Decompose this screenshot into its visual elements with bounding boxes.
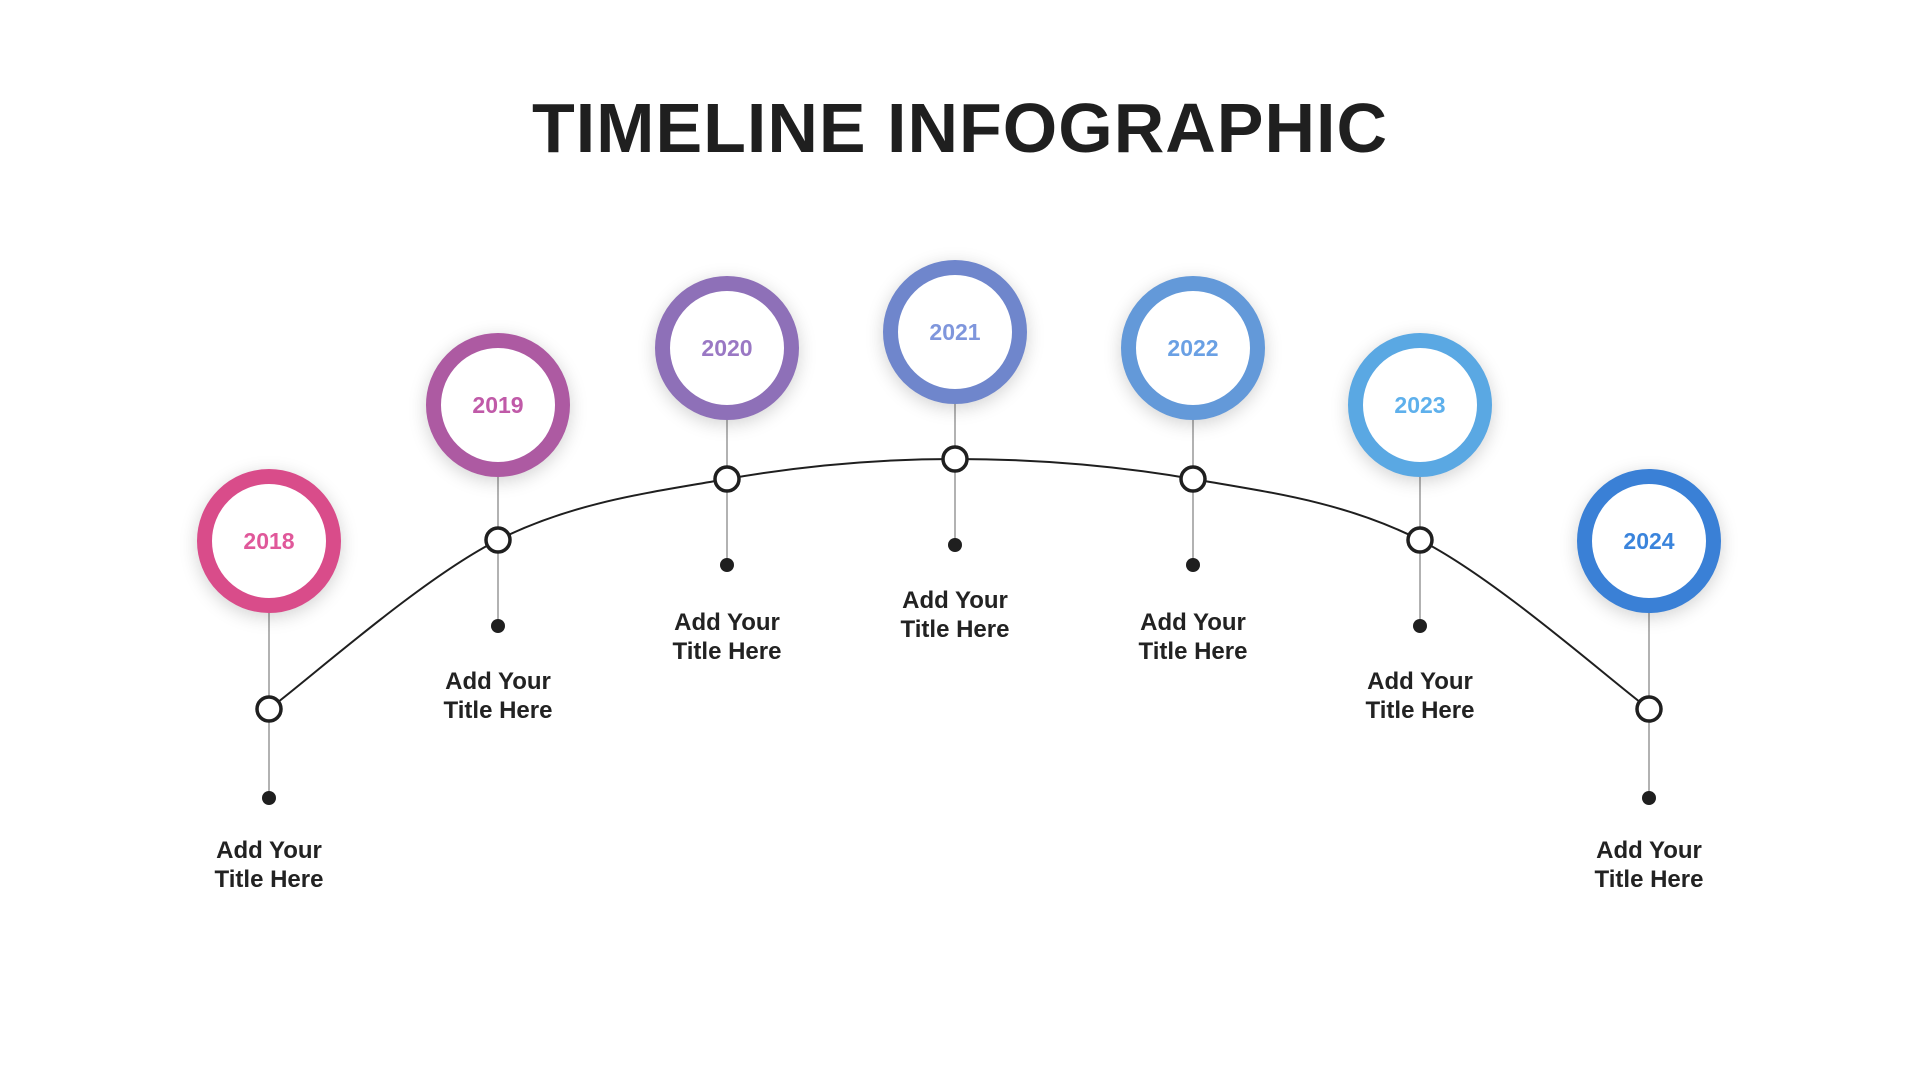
timeline-node: [1179, 465, 1207, 493]
label-dot: [1186, 558, 1200, 572]
milestone-label-line: Title Here: [214, 866, 324, 893]
year-text: 2018: [243, 527, 295, 554]
label-dot: [720, 558, 734, 572]
milestone-label-line: Add Your: [1367, 668, 1473, 695]
timeline-node: [941, 445, 969, 473]
milestone-label-line: Add Your: [674, 609, 780, 636]
milestone-label-line: Add Your: [216, 837, 322, 864]
milestone-label-line: Add Your: [902, 587, 1008, 614]
year-circle-2024: 2024: [1577, 469, 1721, 613]
milestone-label-line: Title Here: [443, 697, 553, 724]
timeline-node: [255, 695, 283, 723]
label-dot: [1642, 791, 1656, 805]
label-dot: [262, 791, 276, 805]
label-dot: [948, 538, 962, 552]
milestone-label-line: Title Here: [1365, 697, 1475, 724]
year-text: 2019: [472, 391, 524, 418]
label-dot: [1413, 619, 1427, 633]
milestone-label-line: Add Your: [445, 668, 551, 695]
milestone-label-line: Add Your: [1140, 609, 1246, 636]
year-text: 2020: [701, 334, 753, 361]
year-circle-2020: 2020: [655, 276, 799, 420]
year-text: 2021: [929, 318, 981, 345]
milestone-label-line: Add Your: [1596, 837, 1702, 864]
year-text: 2024: [1623, 527, 1675, 554]
year-circle-2021: 2021: [883, 260, 1027, 404]
year-text: 2022: [1167, 334, 1219, 361]
milestone-label-line: Title Here: [1138, 638, 1248, 665]
year-circle-2018: 2018: [197, 469, 341, 613]
year-circle-2019: 2019: [426, 333, 570, 477]
timeline-node: [1406, 526, 1434, 554]
milestone-label-line: Title Here: [900, 616, 1010, 643]
label-dot: [491, 619, 505, 633]
timeline-node: [1635, 695, 1663, 723]
page-title: TIMELINE INFOGRAPHIC: [531, 89, 1389, 167]
timeline-node: [484, 526, 512, 554]
year-text: 2023: [1394, 391, 1446, 418]
year-circle-2022: 2022: [1121, 276, 1265, 420]
milestone-label-line: Title Here: [672, 638, 782, 665]
year-circle-2023: 2023: [1348, 333, 1492, 477]
milestone-label-line: Title Here: [1594, 866, 1704, 893]
timeline-node: [713, 465, 741, 493]
